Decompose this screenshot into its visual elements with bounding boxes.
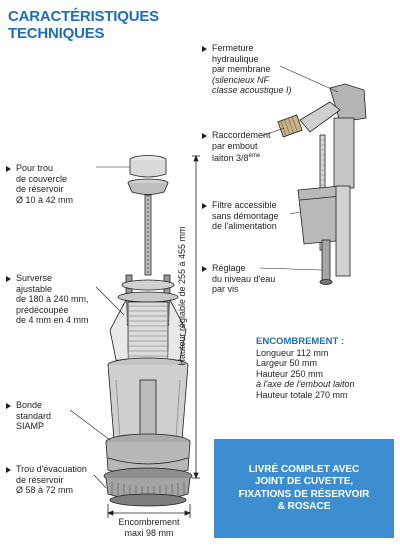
label-trou-couvercle: Pour trou de couvercle de réservoir Ø 10… [16, 163, 74, 205]
label-filtre: Filtre accessible sans démontage de l'al… [212, 200, 279, 231]
label-encombrement-bas: Encombrement maxi 98 mm [118, 517, 180, 538]
encombrement-block: ENCOMBREMENT : Longueur 112 mm Largeur 5… [256, 336, 355, 400]
fill-valve-drawing [277, 83, 367, 285]
enc-largeur: Largeur 50 mm [256, 358, 318, 368]
label-hauteur-reglable: Hauteur réglable de 255 à 455 mm [177, 226, 187, 366]
encombrement-heading: ENCOMBREMENT : [256, 336, 345, 347]
label-surverse: Surverse ajustable de 180 à 240 mm, préd… [16, 273, 89, 325]
title-line-2: TECHNIQUES [8, 25, 105, 42]
enc-note: à l'axe de l'embout laiton [256, 379, 355, 389]
bullet-marker [6, 467, 11, 473]
bullet-marker [202, 203, 207, 209]
bullet-marker [202, 133, 207, 139]
flush-valve-drawing [103, 154, 200, 518]
label-reglage: Réglage du niveau d'eau par vis [212, 263, 276, 294]
label-raccordement: Raccordement par embout laiton 3/8ème [212, 130, 271, 163]
title-line-1: CARACTÉRISTIQUES [8, 8, 159, 25]
enc-hauteur-totale: Hauteur totale 270 mm [256, 389, 348, 400]
bullet-marker [6, 276, 11, 282]
delivery-banner: LIVRÉ COMPLET AVEC JOINT DE CUVETTE, FIX… [214, 439, 394, 538]
enc-longueur: Longueur 112 mm [256, 347, 329, 358]
enc-hauteur: Hauteur 250 mm [256, 368, 324, 379]
bullet-marker [202, 46, 207, 52]
page-title: CARACTÉRISTIQUES TECHNIQUES [8, 8, 228, 42]
label-bonde: Bonde standard SIAMP [16, 400, 52, 431]
bullet-marker [6, 166, 11, 172]
bullet-marker [202, 266, 207, 272]
bullet-marker [6, 403, 11, 409]
label-fermeture: Fermeture hydraulique par membrane (sile… [212, 43, 292, 95]
label-trou-evacuation: Trou d'évacuation de réservoir Ø 58 à 72… [16, 464, 87, 495]
